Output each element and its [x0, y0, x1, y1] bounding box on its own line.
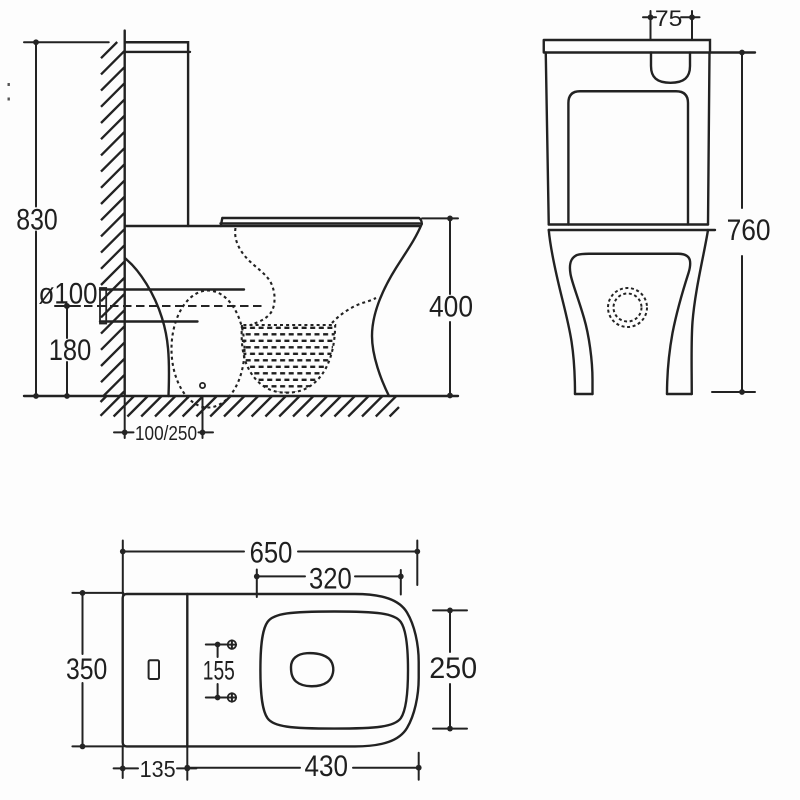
svg-text:ø100: ø100	[39, 278, 98, 311]
svg-text:830: 830	[16, 204, 58, 237]
svg-text:650: 650	[250, 537, 293, 570]
svg-text:760: 760	[727, 214, 771, 247]
svg-text:350: 350	[66, 653, 107, 686]
svg-text:180: 180	[49, 334, 92, 367]
svg-text:155: 155	[203, 656, 235, 686]
svg-text:100/250: 100/250	[135, 423, 197, 445]
svg-text:400: 400	[429, 291, 473, 324]
svg-text:135: 135	[140, 756, 176, 782]
svg-text:320: 320	[309, 563, 352, 596]
svg-text:430: 430	[305, 750, 349, 783]
svg-text:75: 75	[655, 6, 683, 31]
svg-text:250: 250	[429, 652, 477, 685]
